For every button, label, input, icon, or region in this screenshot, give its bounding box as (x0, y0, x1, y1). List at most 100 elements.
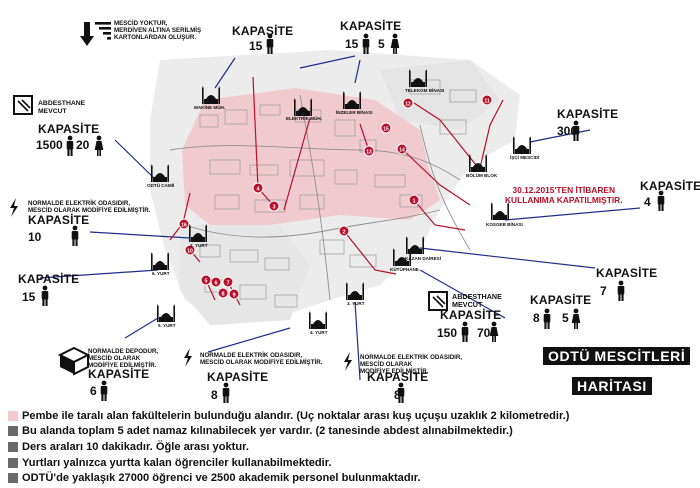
marker-10: 10 (184, 244, 196, 256)
capacity-value: 8 (211, 388, 218, 402)
marker-15: 15 (380, 122, 392, 134)
capacity-men: 15 (345, 37, 359, 51)
capacity-kazan: KAPASİTE 7 (596, 266, 658, 297)
svg-text:11: 11 (484, 98, 490, 104)
capacity-label: KAPASİTE (232, 24, 294, 38)
box-icon (57, 346, 91, 376)
capacity-value: 6 (90, 384, 97, 398)
building-footprints (199, 79, 477, 308)
capacity-label: KAPASİTE (367, 370, 429, 384)
marker-16: 16 (178, 218, 190, 230)
capacity-label: KAPASİTE (28, 213, 90, 227)
capacity-teknokent: KAPASİTE 300 (557, 108, 618, 137)
man-icon (100, 380, 108, 401)
legend-swatch-pink (8, 410, 18, 421)
marker-11: 11 (481, 94, 493, 106)
svg-text:6: 6 (214, 280, 217, 286)
legend: Pembe ile taralı alan fakültelerin bulun… (8, 408, 698, 486)
map-label-oditu: ODTÜ CAMİİ (147, 183, 175, 188)
capacity-men: 8 (533, 311, 540, 325)
marker-13: 13 (363, 145, 375, 157)
svg-text:12: 12 (405, 101, 411, 107)
capacity-women: 5 (378, 37, 385, 51)
capacity-label: KAPASİTE (640, 179, 700, 193)
mosque-icon-yurt6 (150, 252, 170, 270)
capacity-men: 1500 (36, 138, 63, 152)
capacity-label: KAPASİTE (596, 266, 658, 280)
legend-swatch-grey (8, 473, 18, 484)
woman-icon (390, 33, 400, 54)
svg-text:9: 9 (232, 292, 235, 298)
capacity-women: 5 (562, 311, 569, 325)
lightning-icon (344, 352, 352, 371)
svg-text:14: 14 (399, 147, 405, 153)
legend-swatch-grey (8, 426, 18, 437)
map-label-kutuphane: KÜTÜPHANE (390, 267, 419, 272)
lightning-icon (10, 198, 18, 217)
note-electric-2: NORMALDE ELEKTRİK ODASIDIR,MESCİD OLARAK… (200, 352, 323, 367)
mosque-icon-yurt4 (308, 311, 328, 329)
mosque-icon-isci (512, 136, 532, 154)
capacity-value: 10 (28, 230, 42, 244)
man-icon (657, 190, 665, 211)
title-badge-line1: ODTÜ MESCİTLERİ (543, 347, 691, 365)
svg-text:4: 4 (256, 186, 260, 192)
legend-item: Yurtları yalnızca yurtta kalan öğrencile… (8, 455, 698, 471)
woman-icon (571, 308, 581, 329)
marker-4: 4 (252, 182, 264, 194)
svg-text:13: 13 (366, 149, 372, 155)
marker-14: 14 (396, 143, 408, 155)
map-label-bolum: BÖLÜM BLOK (466, 173, 498, 178)
svg-text:3: 3 (272, 204, 275, 210)
map-label-inzeler: İNZELER BİNASI (336, 110, 373, 115)
marker-5: 5 (200, 274, 212, 286)
svg-text:15: 15 (383, 126, 389, 132)
legend-item: Bu alanda toplam 5 adet namaz kılınabile… (8, 424, 698, 440)
map-label-yurt6: 6. YURT (152, 271, 170, 276)
capacity-label: KAPASİTE (340, 19, 402, 33)
legend-swatch-grey (8, 441, 18, 452)
capacity-muhendislik: KAPASİTE 15 (232, 24, 294, 52)
capacity-women: 70 (477, 326, 491, 340)
capacity-kutuphane: KAPASİTE 150 70 (437, 308, 502, 339)
man-icon (66, 135, 74, 156)
capacity-inzeler: KAPASİTE 15 5 (340, 19, 402, 50)
capacity-men: 150 (437, 326, 458, 340)
svg-text:16: 16 (181, 222, 187, 228)
woman-icon (489, 321, 499, 342)
capacity-yurt3: KAPASİTE 8 (367, 370, 429, 401)
svg-text:1: 1 (412, 198, 415, 204)
marker-7: 7 (222, 276, 234, 288)
lightning-icon (184, 348, 192, 367)
note-electric-1: NORMALDE ELEKTRİK ODASIDIR,MESCİD OLARAK… (28, 200, 151, 215)
map-label-yurt5: 5. YURT (158, 323, 176, 328)
capacity-value: 300 (557, 124, 578, 138)
marker-3: 3 (268, 200, 280, 212)
svg-text:5: 5 (204, 278, 207, 284)
capacity-value: 8 (394, 388, 401, 402)
capacity-oditu: KAPASİTE 1500 20 (36, 123, 99, 151)
capacity-yurt4: KAPASİTE 8 5 (530, 293, 592, 324)
capacity-label: KAPASİTE (207, 370, 269, 384)
capacity-yurt5: KAPASİTE 6 (88, 367, 150, 397)
map-label-yurt2: 2. YURT (190, 243, 208, 248)
man-icon (71, 225, 79, 246)
capacity-label: KAPASİTE (440, 308, 502, 322)
marker-6: 6 (210, 276, 222, 288)
legend-swatch-grey (8, 457, 18, 468)
note-electric-3: NORMALDE ELEKTRİK ODASIDIR,MESCİD OLARAK… (360, 354, 463, 376)
capacity-label: KAPASİTE (88, 367, 150, 381)
stairs-icon (80, 22, 111, 46)
capacity-yurt6: KAPASİTE 15 (18, 273, 79, 303)
legend-item: Pembe ile taralı alan fakültelerin bulun… (8, 408, 698, 424)
capacity-yurt4b: KAPASİTE 8 (207, 370, 269, 401)
marker-12: 12 (402, 97, 414, 109)
map-label-yurt3: 3. YURT (347, 301, 365, 306)
capacity-value: 15 (22, 290, 36, 304)
svg-text:2: 2 (342, 229, 345, 235)
capacity-label: KAPASİTE (530, 293, 592, 307)
